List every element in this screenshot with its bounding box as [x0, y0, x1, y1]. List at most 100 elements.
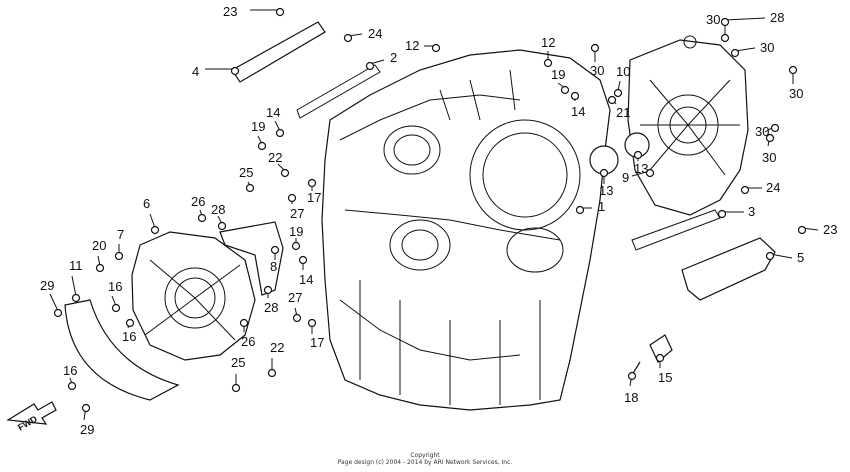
fastener-part [570, 91, 580, 101]
callout-22: 22 [270, 340, 284, 355]
callout-24: 24 [368, 26, 382, 41]
callout-19: 19 [551, 67, 565, 82]
fastener-part [613, 88, 623, 98]
fastener-part [263, 285, 273, 295]
callout-2: 2 [390, 50, 397, 65]
fastener-part [287, 193, 297, 203]
copyright-line-2: Page design (c) 2004 - 2014 by ARI Netwo… [337, 459, 513, 466]
callout-16: 16 [108, 279, 122, 294]
fastener-part [627, 371, 637, 381]
callout-20: 20 [92, 238, 106, 253]
callout-7: 7 [117, 227, 124, 242]
fastener-part [607, 95, 617, 105]
fastener-part [645, 168, 655, 178]
fastener-part [267, 368, 277, 378]
callout-15: 15 [658, 370, 672, 385]
callout-23: 23 [223, 4, 237, 19]
fastener-part [797, 225, 807, 235]
callout-23: 23 [823, 222, 837, 237]
fastener-part [231, 383, 241, 393]
callout-29: 29 [80, 422, 94, 437]
fastener-part [720, 17, 730, 27]
callout-28: 28 [770, 10, 784, 25]
fastener-part [633, 150, 643, 160]
fastener-part [599, 168, 609, 178]
copyright-line-1: Copyright [410, 452, 440, 459]
fastener-part [720, 33, 730, 43]
callout-30: 30 [789, 86, 803, 101]
callout-27: 27 [290, 206, 304, 221]
callout-17: 17 [307, 190, 321, 205]
fastener-part [575, 205, 585, 215]
callout-24: 24 [766, 180, 780, 195]
fastener-part [239, 318, 249, 328]
fastener-part [765, 251, 775, 261]
callout-12: 12 [541, 35, 555, 50]
fastener-part [543, 58, 553, 68]
fastener-part [245, 183, 255, 193]
leader-line [724, 17, 766, 21]
fastener-part [291, 241, 301, 251]
callout-27: 27 [288, 290, 302, 305]
callout-30: 30 [760, 40, 774, 55]
fastener-part [275, 7, 285, 17]
callout-3: 3 [748, 204, 755, 219]
strip-4 [231, 21, 326, 83]
callout-8: 8 [270, 259, 277, 274]
fastener-part [114, 251, 124, 261]
callout-26: 26 [241, 334, 255, 349]
fastener-part [770, 123, 780, 133]
callout-10: 10 [616, 64, 630, 79]
fastener-part [71, 293, 81, 303]
fastener-part [125, 318, 135, 328]
fastener-part [655, 353, 665, 363]
front-cover [131, 231, 256, 361]
fastener-part [95, 263, 105, 273]
fastener-part [730, 48, 740, 58]
callout-9: 9 [622, 170, 629, 185]
fastener-part [67, 381, 77, 391]
callout-19: 19 [251, 119, 265, 134]
hardware-parts [53, 7, 807, 413]
callout-29: 29 [40, 278, 54, 293]
fastener-part [717, 209, 727, 219]
callout-14: 14 [266, 105, 280, 120]
fastener-part [307, 318, 317, 328]
callout-17: 17 [310, 335, 324, 350]
fastener-part [280, 168, 290, 178]
leader-line [49, 293, 59, 312]
fwd-indicator: FWD [6, 401, 57, 433]
guard-plate [64, 299, 180, 401]
callout-12: 12 [405, 38, 419, 53]
fastener-part [53, 308, 63, 318]
leader-line [734, 47, 756, 52]
emblem-plate [681, 237, 776, 301]
callout-22: 22 [268, 150, 282, 165]
fastener-part [292, 313, 302, 323]
callout-14: 14 [571, 104, 585, 119]
fastener-part [298, 255, 308, 265]
fastener-part [230, 66, 240, 76]
callout-25: 25 [231, 355, 245, 370]
fastener-part [270, 245, 280, 255]
callout-21: 21 [616, 105, 630, 120]
callout-25: 25 [239, 165, 253, 180]
fastener-part [560, 85, 570, 95]
leader-line [71, 275, 77, 297]
callout-30: 30 [706, 12, 720, 27]
fastener-part [307, 178, 317, 188]
fastener-part [197, 213, 207, 223]
fastener-part [257, 141, 267, 151]
callout-28: 28 [211, 202, 225, 217]
callout-28: 28 [264, 300, 278, 315]
callout-13: 13 [599, 183, 613, 198]
callout-13: 13 [634, 161, 648, 176]
callout-16: 16 [63, 363, 77, 378]
strip-3 [631, 209, 721, 251]
callout-14: 14 [299, 272, 313, 287]
callout-16: 16 [122, 329, 136, 344]
crankcase-block [321, 49, 611, 411]
